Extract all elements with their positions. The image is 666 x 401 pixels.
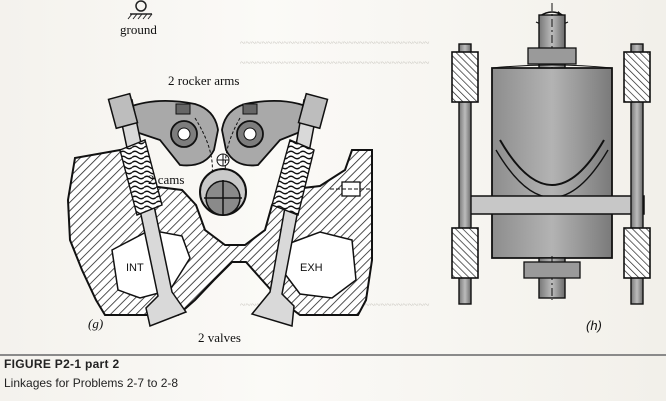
label-g: (g) (88, 316, 104, 331)
label-int: INT (126, 262, 144, 274)
label-rocker-arms: 2 rocker arms (168, 73, 240, 88)
rocker-arms (116, 99, 320, 176)
caption-rule (0, 354, 666, 356)
ground-symbol (127, 0, 153, 20)
cams (199, 168, 247, 216)
background-text: ~~~~~~~~~~~~~~~~~~~~~~~~~~~~~~~~~~~ (240, 58, 430, 69)
exhaust-valve (250, 92, 329, 327)
label-valves: 2 valves (198, 330, 241, 345)
intake-valve (107, 92, 188, 328)
label-cams: 2 cams (148, 172, 185, 187)
label-ground: ground (120, 22, 157, 37)
label-h: (h) (586, 318, 602, 333)
label-exh: EXH (300, 262, 323, 274)
figure-subtitle: Linkages for Problems 2-7 to 2-8 (4, 376, 179, 390)
linkage-h (451, 3, 651, 305)
background-text: ~~~~~~~~~~~~~~~~~~~~~~~~~~~~~~~~~~~ (240, 38, 430, 49)
figure-title: FIGURE P2-1 part 2 (4, 357, 120, 371)
